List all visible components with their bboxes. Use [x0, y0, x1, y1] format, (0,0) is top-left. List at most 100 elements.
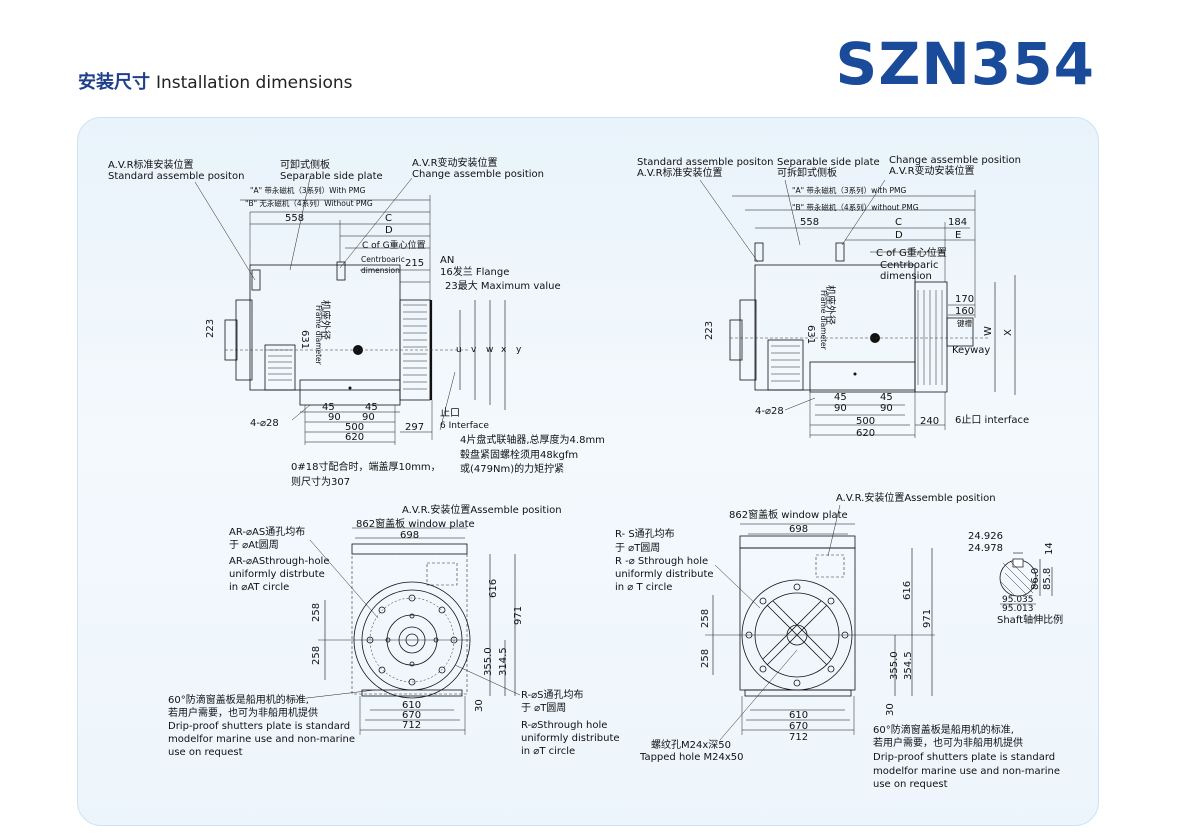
br-dim-3545: 354.5 — [903, 651, 914, 680]
bl-r-en1: R-⌀Sthrough hole — [521, 720, 607, 731]
tr-dim-c: C — [895, 217, 902, 228]
top-left-labels: A.V.R标准安装位置 Standard assemble positon 可卸… — [108, 156, 605, 488]
section-title-cn: 安装尺寸 — [78, 72, 150, 93]
br-drip-4: modelfor marine use and non-marine — [873, 766, 1060, 777]
br-dim-670: 670 — [789, 721, 808, 732]
tl-dim-297: 297 — [405, 422, 424, 433]
tl-avr-chg-en: Change assemble position — [412, 169, 544, 180]
br-r-en3: in ⌀ T circle — [615, 582, 672, 593]
bl-drip-3: Drip-proof shutters plate is standard — [168, 721, 350, 732]
tr-keyway-en: Keyway — [952, 345, 990, 356]
top-left-side-view — [194, 177, 506, 445]
bl-drip-4: modelfor marine use and non-marine — [168, 734, 355, 745]
bl-dim-698: 698 — [400, 530, 419, 541]
tr-dim-631: 631 — [805, 325, 816, 344]
tl-frame-cn: 机座外径 — [319, 300, 332, 340]
tr-dim-x: X — [1003, 329, 1014, 336]
bl-avr: A.V.R.安装位置Assemble position — [402, 503, 562, 516]
tr-dim-d: D — [895, 230, 903, 241]
br-tap-cn: 螺纹孔M24x深50 — [651, 738, 731, 751]
tr-centr: Centrboaric — [880, 260, 939, 271]
tr-dim-620: 620 — [856, 428, 875, 439]
tl-note-2: 则尺寸为307 — [291, 475, 350, 488]
shaft-dim-24926: 24.926 — [968, 531, 1003, 542]
bl-r-cn2: 于 ⌀T圆周 — [521, 702, 566, 714]
tl-dim-w: w — [486, 345, 493, 355]
tr-dim-500: 500 — [856, 416, 875, 427]
tr-dim-90b: 90 — [880, 403, 893, 414]
br-dim-698: 698 — [789, 524, 808, 535]
bl-dim-610: 610 — [402, 700, 421, 711]
tl-coupling-2: 毂盘紧固螺栓须用48kgfm — [460, 448, 578, 461]
tl-dim-d: D — [385, 225, 393, 236]
br-drip-1: 60°防滴窗盖板是船用机的标准, — [873, 723, 1014, 736]
bl-dim-30: 30 — [474, 699, 485, 712]
br-avr: A.V.R.安装位置Assemble position — [836, 491, 996, 504]
tl-interface-en: 6 Interface — [440, 421, 489, 431]
tr-interface: 6止口 interface — [955, 414, 1029, 426]
shaft-labels: 24.926 24.978 14 86.0 85.8 95.035 95.013… — [968, 531, 1063, 626]
br-dim-258b: 258 — [700, 649, 711, 668]
br-dim-971: 971 — [922, 609, 933, 628]
tl-sep-cn: 可卸式侧板 — [280, 158, 330, 171]
tr-a-with-pmg: "A" 带永磁机（3系列）with PMG — [792, 185, 906, 195]
shaft-dim-95035: 95.035 — [1002, 595, 1034, 605]
tl-note-1: 0#18寸配合时，端盖厚10mm， — [291, 460, 441, 473]
tl-dim-v: v — [471, 345, 477, 355]
tl-maxval: 23最大 Maximum value — [445, 279, 561, 292]
br-r-cn1: R- S通孔均布 — [615, 528, 675, 540]
tr-dim-223: 223 — [704, 321, 715, 340]
br-r-en1: R -⌀ Sthrough hole — [615, 556, 708, 567]
bl-drip-1: 60°防滴窗盖板是船用机的标准, — [168, 693, 309, 706]
tl-dim-500: 500 — [345, 422, 364, 433]
bl-dim-3145: 314.5 — [498, 647, 509, 676]
bl-r-cn1: R-⌀S通孔均布 — [521, 689, 584, 701]
br-dim-258a: 258 — [700, 609, 711, 628]
shaft-label: Shaft轴伸比例 — [997, 613, 1063, 626]
tl-dim-90a: 90 — [328, 412, 341, 423]
bl-window: 862窗盖板 window plate — [356, 517, 475, 530]
bl-dim-670: 670 — [402, 710, 421, 721]
tr-sep-en: Separable side plate — [777, 157, 880, 168]
tr-dimension: dimension — [880, 271, 932, 282]
tr-chg-cn: A.V.R变动安装位置 — [889, 164, 975, 177]
tl-dim-631: 631 — [299, 330, 310, 349]
top-right-labels: Standard assemble positon A.V.R标准安装位置 Se… — [637, 155, 1029, 439]
tl-dim-x: x — [501, 345, 507, 355]
tl-frame-en: Frame diameter — [314, 305, 323, 366]
br-dim-712: 712 — [789, 732, 808, 743]
section-title: 安装尺寸 Installation dimensions — [78, 68, 352, 94]
bl-dim-712: 712 — [402, 720, 421, 731]
tl-dim-45b: 45 — [365, 402, 378, 413]
bl-ar-en1: AR-⌀ASthrough-hole — [229, 556, 330, 567]
tr-cog: C of G重心位置 — [876, 246, 947, 259]
tl-dim-90b: 90 — [362, 412, 375, 423]
bl-drip-5: use on request — [168, 747, 243, 758]
tr-dim-w: W — [983, 326, 994, 336]
tl-dim-215: 215 — [405, 258, 424, 269]
bl-dim-258b: 258 — [311, 646, 322, 665]
bl-drip-2: 若用户需要，也可为非船用机提供 — [168, 706, 318, 719]
tr-std-cn: A.V.R标准安装位置 — [637, 166, 723, 179]
tl-b-without-pmg: "B" 无永磁机（4系列）Without PMG — [245, 198, 373, 208]
br-dim-3550: 355.0 — [889, 651, 900, 680]
bl-ar-cn1: AR-⌀AS通孔均布 — [229, 526, 305, 538]
tr-frame-en: Frame diameter — [819, 290, 828, 351]
bl-ar-en2: uniformly distrbute — [229, 569, 325, 580]
section-title-en: Installation dimensions — [156, 73, 353, 93]
tl-dimension: dimension — [361, 266, 400, 275]
tl-interface-cn: 止口 — [440, 407, 460, 419]
bl-dim-971: 971 — [513, 606, 524, 625]
br-drip-5: use on request — [873, 779, 948, 790]
tl-dim-223: 223 — [205, 319, 216, 338]
bottom-right-labels: A.V.R.安装位置Assemble position 862窗盖板 windo… — [615, 491, 1060, 790]
bl-dim-258a: 258 — [311, 603, 322, 622]
br-drip-3: Drip-proof shutters plate is standard — [873, 752, 1055, 763]
tl-sep-en: Separable side plate — [280, 171, 383, 182]
tl-dim-620: 620 — [345, 432, 364, 443]
tr-b-without-pmg: "B" 带永磁机（4系列）without PMG — [792, 202, 919, 212]
tr-sep-cn: 可拆卸式侧板 — [777, 166, 837, 179]
tl-dim-45a: 45 — [322, 402, 335, 413]
tl-cog: C of G重心位置 — [362, 239, 426, 251]
